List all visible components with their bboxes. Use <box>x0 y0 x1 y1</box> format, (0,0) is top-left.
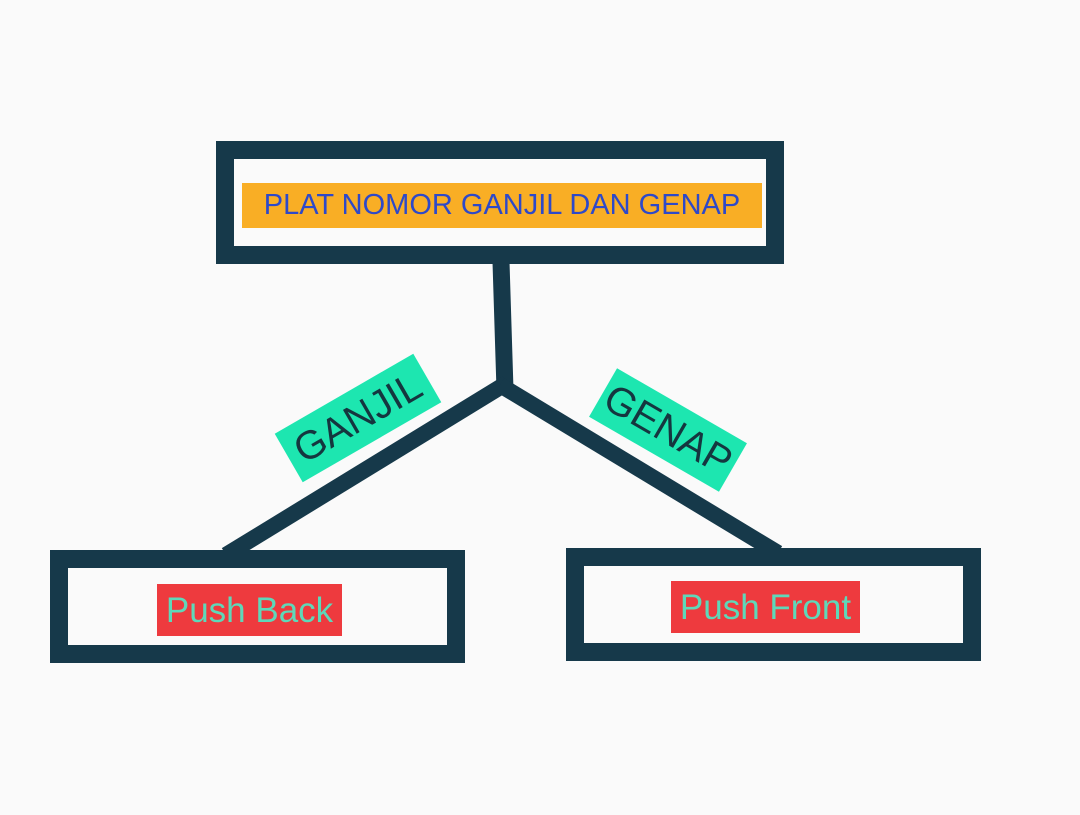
ganjil-connector <box>221 376 512 562</box>
root-node-label: PLAT NOMOR GANJIL DAN GENAP <box>242 183 762 228</box>
genap-connector <box>495 378 783 560</box>
push-front-label: Push Front <box>671 581 860 633</box>
push-back-label: Push Back <box>157 584 342 636</box>
trunk-connector <box>492 261 514 391</box>
